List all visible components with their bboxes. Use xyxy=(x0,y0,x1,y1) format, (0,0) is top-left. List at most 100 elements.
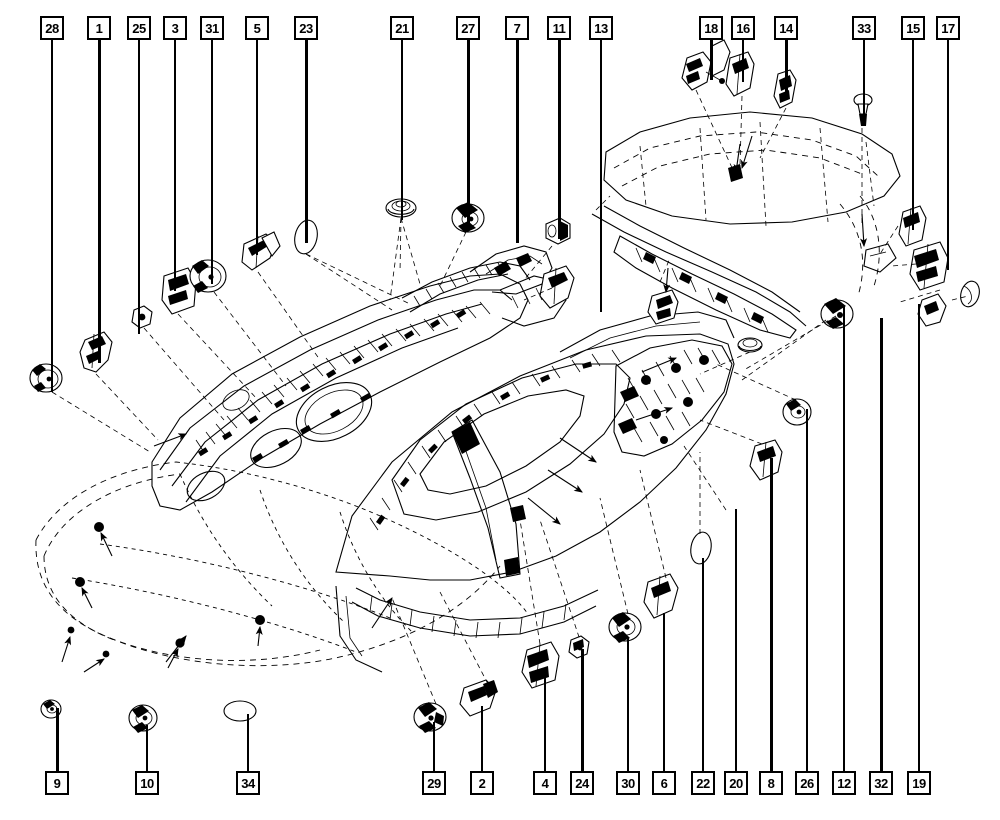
callout-label: 20 xyxy=(729,775,743,791)
body-shell-upper-left xyxy=(151,245,567,511)
callout-label: 2 xyxy=(478,775,486,791)
callout-9[interactable]: 9 xyxy=(45,771,69,795)
part-icon-10 xyxy=(128,704,158,733)
callout-8[interactable]: 8 xyxy=(759,771,783,795)
callout-label: 15 xyxy=(906,20,920,36)
callout-label: 16 xyxy=(736,20,750,36)
callout-label: 24 xyxy=(575,775,589,791)
part-icon-33 xyxy=(853,93,873,126)
callout-34[interactable]: 34 xyxy=(236,771,260,795)
callout-31[interactable]: 31 xyxy=(200,16,224,40)
callout-stem-6 xyxy=(663,613,665,771)
callout-32[interactable]: 32 xyxy=(869,771,893,795)
callout-stem-26 xyxy=(806,409,808,771)
part-icon-8 xyxy=(749,439,783,481)
callout-label: 14 xyxy=(779,20,793,36)
part-icon-28 xyxy=(29,363,63,393)
callout-20[interactable]: 20 xyxy=(724,771,748,795)
callout-7[interactable]: 7 xyxy=(505,16,529,40)
callout-14[interactable]: 14 xyxy=(774,16,798,40)
callout-stem-9 xyxy=(55,708,59,771)
callout-label: 19 xyxy=(912,775,926,791)
callout-33[interactable]: 33 xyxy=(852,16,876,40)
callout-18[interactable]: 18 xyxy=(699,16,723,40)
callout-stem-15 xyxy=(912,40,914,230)
callout-stem-11 xyxy=(557,40,561,239)
callout-stem-19 xyxy=(918,304,920,771)
part-icon-19 xyxy=(917,293,947,327)
callout-label: 7 xyxy=(513,20,521,36)
callout-11[interactable]: 11 xyxy=(547,16,571,40)
callout-stem-22 xyxy=(702,558,704,771)
part-icon-20 xyxy=(737,337,763,353)
callout-13[interactable]: 13 xyxy=(589,16,613,40)
part-icon-26 xyxy=(782,398,812,426)
callout-stem-23 xyxy=(304,40,308,243)
callout-label: 25 xyxy=(132,20,146,36)
callout-1[interactable]: 1 xyxy=(87,16,111,40)
part-icon-24 xyxy=(568,635,590,659)
callout-stem-27 xyxy=(466,40,470,226)
body-shell-lower-right xyxy=(335,311,735,673)
callout-21[interactable]: 21 xyxy=(390,16,414,40)
callout-stem-2 xyxy=(481,706,483,771)
callout-label: 26 xyxy=(800,775,814,791)
callout-27[interactable]: 27 xyxy=(456,16,480,40)
callout-label: 30 xyxy=(621,775,635,791)
callout-4[interactable]: 4 xyxy=(533,771,557,795)
callout-29[interactable]: 29 xyxy=(422,771,446,795)
callout-label: 1 xyxy=(95,20,103,36)
callout-6[interactable]: 6 xyxy=(652,771,676,795)
part-icon-34 xyxy=(223,700,257,722)
callout-3[interactable]: 3 xyxy=(163,16,187,40)
callout-12[interactable]: 12 xyxy=(832,771,856,795)
callout-label: 6 xyxy=(660,775,668,791)
part-icon-2 xyxy=(459,679,498,717)
callout-24[interactable]: 24 xyxy=(570,771,594,795)
callout-stem-29 xyxy=(433,722,435,771)
callout-28[interactable]: 28 xyxy=(40,16,64,40)
callout-30[interactable]: 30 xyxy=(616,771,640,795)
part-icon-17 xyxy=(909,241,949,291)
callout-17[interactable]: 17 xyxy=(936,16,960,40)
callout-26[interactable]: 26 xyxy=(795,771,819,795)
callout-label: 17 xyxy=(941,20,955,36)
part-icon-6 xyxy=(643,573,679,619)
callout-stem-13 xyxy=(600,40,602,312)
callout-16[interactable]: 16 xyxy=(731,16,755,40)
part-icon-3 xyxy=(161,267,197,315)
callout-stem-4 xyxy=(544,675,546,771)
callout-10[interactable]: 10 xyxy=(135,771,159,795)
part-icon-13 xyxy=(647,289,679,325)
part-icon-1 xyxy=(79,331,113,373)
callout-label: 13 xyxy=(594,20,608,36)
leader-lines xyxy=(51,89,969,705)
callout-stem-30 xyxy=(627,637,629,771)
callout-15[interactable]: 15 xyxy=(901,16,925,40)
callout-stem-25 xyxy=(138,40,140,334)
callout-stem-20 xyxy=(735,509,737,771)
callout-stem-1 xyxy=(97,40,101,363)
callout-5[interactable]: 5 xyxy=(245,16,269,40)
callout-25[interactable]: 25 xyxy=(127,16,151,40)
callout-23[interactable]: 23 xyxy=(294,16,318,40)
callout-label: 9 xyxy=(53,775,61,791)
callout-22[interactable]: 22 xyxy=(691,771,715,795)
callout-2[interactable]: 2 xyxy=(470,771,494,795)
callout-19[interactable]: 19 xyxy=(907,771,931,795)
callout-label: 22 xyxy=(696,775,710,791)
callout-stem-31 xyxy=(211,40,213,284)
part-icon-21 xyxy=(385,198,417,218)
callout-stem-16 xyxy=(742,40,744,82)
callout-stem-21 xyxy=(401,40,403,220)
callout-label: 32 xyxy=(874,775,888,791)
callout-label: 28 xyxy=(45,20,59,36)
callout-stem-18 xyxy=(709,40,713,80)
part-icon-18 xyxy=(681,39,731,91)
callout-label: 11 xyxy=(552,20,566,36)
part-icon-32 xyxy=(960,280,980,308)
part-icon-12 xyxy=(820,298,854,329)
callout-stem-32 xyxy=(879,318,883,771)
